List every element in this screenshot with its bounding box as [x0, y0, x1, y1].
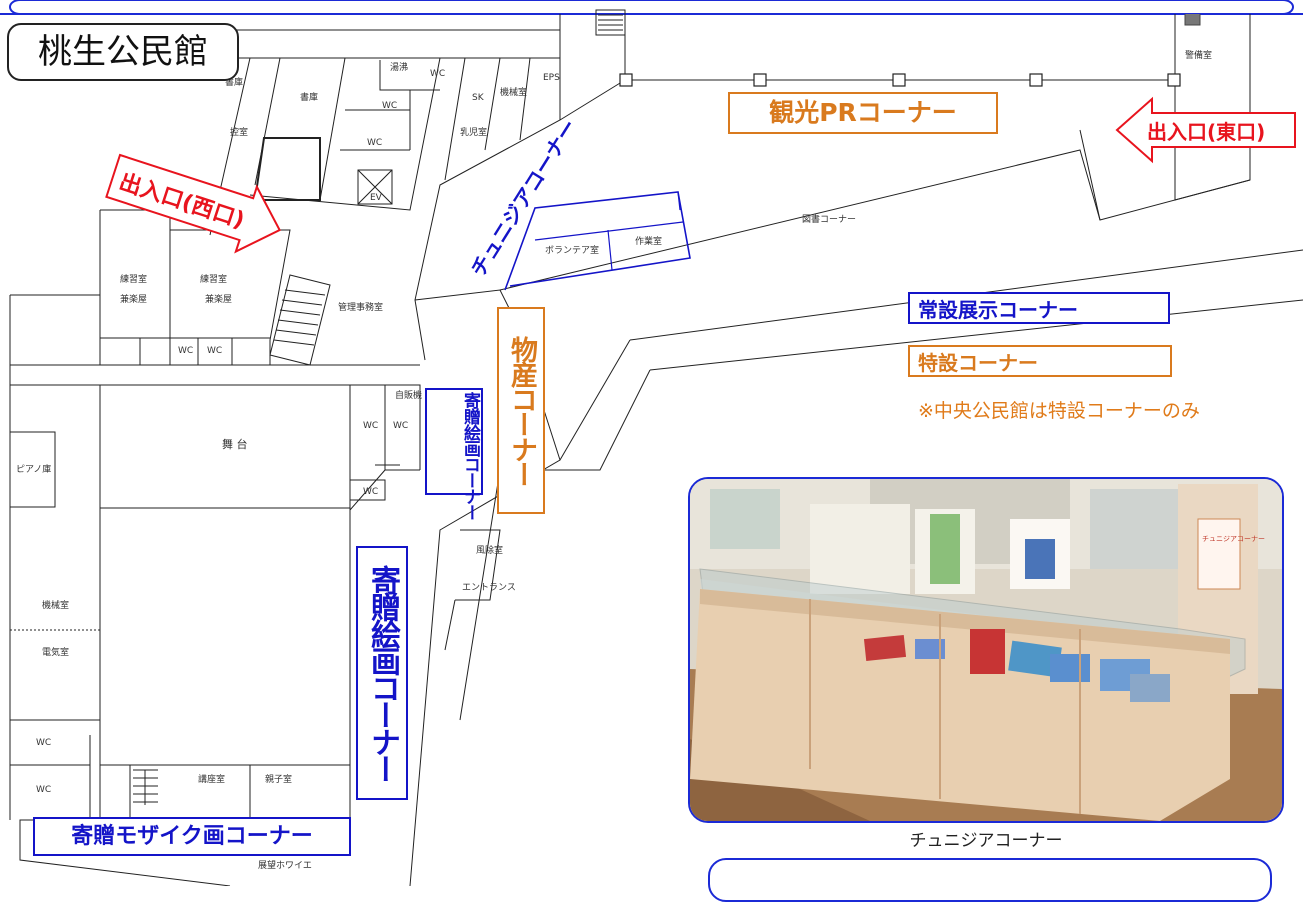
- room-label: 作業室: [635, 235, 662, 247]
- room-label: WC: [382, 101, 397, 111]
- donated-mosaic-label: 寄贈モザイク画コーナー: [71, 824, 313, 849]
- tourism-pr-corner: 観光PRコーナー: [728, 92, 998, 134]
- room-label: 書庫: [300, 91, 318, 103]
- room-label: WC: [207, 346, 222, 356]
- room-label: 風除室: [476, 544, 503, 556]
- donated-painting-large-label: 寄贈絵画コーナー: [365, 565, 400, 781]
- bottom-frame: [708, 858, 1272, 902]
- products-label: 物産コーナー: [506, 335, 537, 486]
- room-label: 練習室: [200, 273, 227, 285]
- room-label: WC: [393, 421, 408, 431]
- room-label: 控室: [230, 126, 248, 138]
- room-label: EV: [370, 193, 383, 203]
- tourism-pr-label: 観光PRコーナー: [769, 98, 957, 127]
- room-label: WC: [178, 346, 193, 356]
- room-label: 自販機: [395, 389, 422, 401]
- room-label: 機械室: [500, 86, 527, 98]
- room-label: 図書コーナー: [802, 213, 856, 225]
- donated-painting-small-label: 寄贈絵画コーナー: [460, 392, 480, 520]
- legend-note: ※中央公民館は特設コーナーのみ: [918, 400, 1200, 422]
- room-label: 兼楽屋: [205, 293, 232, 305]
- room-label: エントランス: [462, 582, 516, 593]
- room-label: 管理事務室: [338, 301, 383, 313]
- photo-caption: チュニジアコーナー: [909, 831, 1063, 851]
- room-label: WC: [36, 738, 51, 748]
- room-label: 機械室: [42, 599, 69, 611]
- products-corner: 物産コーナー: [497, 307, 545, 514]
- page-title: 桃生公民館: [7, 23, 239, 81]
- donated-painting-corner-large: 寄贈絵画コーナー: [356, 546, 408, 800]
- room-label: 湯沸: [390, 61, 408, 73]
- room-label: 警備室: [1185, 49, 1212, 61]
- east-entrance-arrow: 出入口(東口): [1115, 96, 1296, 164]
- room-label: EPS: [543, 73, 560, 83]
- donated-mosaic-corner: 寄贈モザイク画コーナー: [33, 817, 351, 856]
- room-label: 舞 台: [222, 437, 248, 451]
- legend-permanent: 常設展示コーナー: [908, 292, 1170, 324]
- legend-permanent-label: 常設展示コーナー: [918, 298, 1078, 322]
- room-label: 練習室: [120, 273, 147, 285]
- room-label: WC: [430, 69, 445, 79]
- photo-image: チュニジアコーナー: [690, 479, 1282, 821]
- west-entrance-arrow: 出入口(西口): [105, 153, 282, 254]
- legend-special-label: 特設コーナー: [918, 351, 1038, 375]
- room-label: SK: [472, 93, 485, 103]
- room-label: 兼楽屋: [120, 293, 147, 305]
- room-label: 電気室: [42, 646, 69, 658]
- room-label: ボランテア室: [545, 244, 599, 256]
- room-label: 親子室: [265, 773, 292, 785]
- east-entrance-label: 出入口(東口): [1147, 120, 1265, 144]
- room-label: 展望ホワイエ: [258, 859, 312, 871]
- room-label: 講座室: [198, 773, 225, 785]
- room-label: WC: [363, 487, 378, 497]
- sign-text: チュニジアコーナー: [1202, 535, 1265, 543]
- tunisia-corner-photo: チュニジアコーナー: [688, 477, 1284, 823]
- room-label: WC: [36, 785, 51, 795]
- donated-painting-corner-small: 寄贈絵画コーナー: [425, 388, 483, 520]
- room-label: WC: [367, 138, 382, 148]
- room-label: 乳児室: [460, 126, 487, 138]
- room-label: ピアノ庫: [16, 463, 51, 475]
- room-label: WC: [363, 421, 378, 431]
- legend-special: 特設コーナー: [908, 345, 1172, 377]
